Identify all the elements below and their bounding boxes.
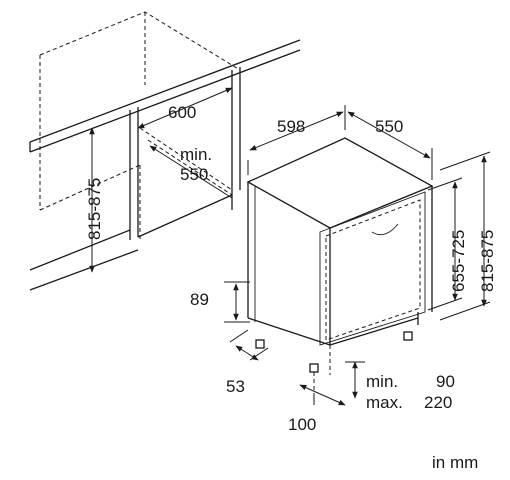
label-598: 598 [277, 117, 305, 136]
plinth [255, 312, 419, 395]
dim-door-height: 655-725 [427, 177, 468, 311]
label-100: 100 [288, 415, 316, 434]
label-89: 89 [190, 290, 209, 309]
label-550-depth: 550 [375, 117, 403, 136]
dishwasher-body [246, 137, 434, 346]
door-panel [319, 191, 426, 346]
label-815-875-right: 815-875 [478, 230, 497, 292]
dim-plinth-depth: 100 [288, 384, 346, 434]
label-niche-min: min. [180, 145, 212, 164]
label-815-875-left: 815-875 [85, 178, 104, 240]
label-600: 600 [168, 103, 196, 122]
label-655-725: 655-725 [449, 230, 468, 292]
label-plinth-min: min. [366, 372, 398, 391]
dim-appliance-height: 815-875 [439, 151, 497, 321]
units-label: in mm [432, 453, 478, 472]
dim-foot-offset: 53 [226, 329, 269, 396]
label-plinth-90: 90 [436, 372, 455, 391]
dim-appliance-width: 598 [247, 105, 346, 175]
niche-guides [139, 127, 233, 196]
worktop [29, 39, 301, 153]
label-plinth-max: max. [366, 393, 403, 412]
dim-niche-depth: min. 550 [149, 145, 233, 199]
niche-walls [29, 67, 241, 291]
dim-appliance-depth: 550 [347, 111, 433, 180]
dim-cabinet-depth: 600 [137, 87, 233, 129]
upper-cabinet-outline [39, 11, 241, 240]
dim-plinth-height: min. 90 max. 220 [345, 361, 455, 412]
label-plinth-220: 220 [424, 393, 452, 412]
label-53: 53 [226, 377, 245, 396]
label-niche-550: 550 [180, 165, 208, 184]
dim-niche-height: 815-875 [85, 127, 104, 273]
dim-foot-height: 89 [190, 281, 250, 323]
